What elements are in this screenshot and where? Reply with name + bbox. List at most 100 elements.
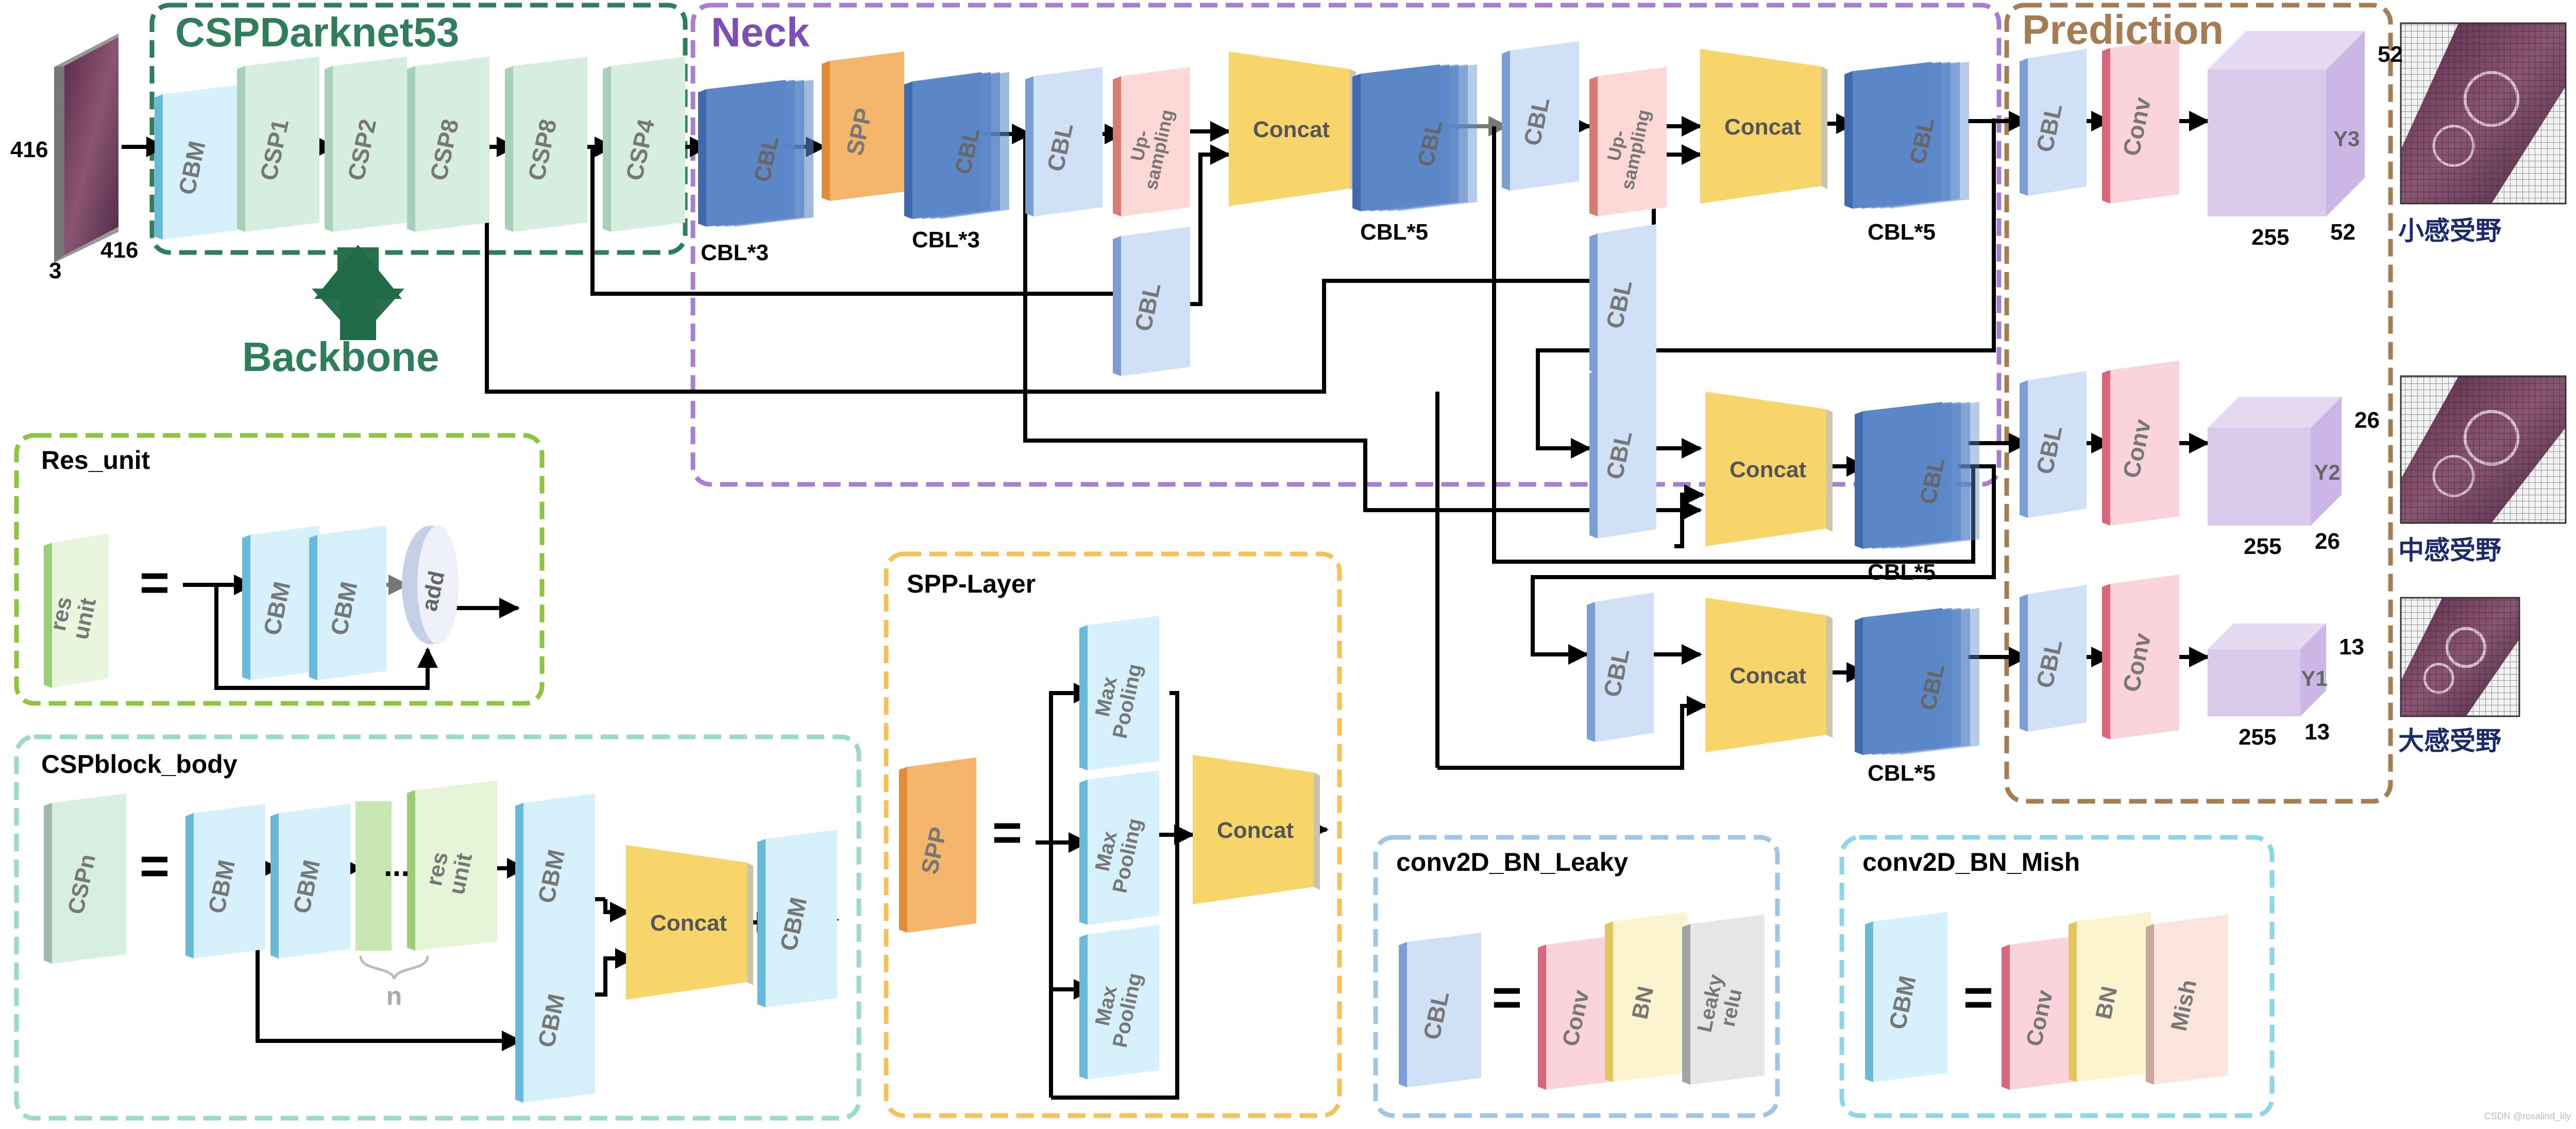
spp-layer-loop: [1051, 691, 1179, 1100]
mish-activation: Mish: [2146, 915, 2228, 1085]
neck-concat-a: Concat: [1229, 52, 1356, 206]
neck-cbl-b: CBL: [1502, 41, 1579, 191]
mish-lhs: CBM: [1865, 912, 1947, 1082]
leaky-legend-frame: [1373, 835, 1780, 1118]
res-unit-cbm-2: CBM: [309, 526, 386, 680]
neck-concat-c: Concat: [1705, 392, 1833, 546]
leaky-title: conv2D_BN_Leaky: [1396, 848, 1628, 877]
neck-cbl3-caption-2: CBL*3: [912, 227, 980, 252]
neck-cbl5-stack-d: CBL: [1855, 608, 1979, 755]
head-size-h-0: 52: [2378, 42, 2403, 67]
cspblock-lhs: CSPn: [44, 794, 126, 964]
leaky-equals: =: [1492, 969, 1522, 1026]
head-output-cube-2-label: Y1: [2301, 666, 2327, 690]
receptive-field-medium-label: 中感受野: [2398, 536, 2501, 565]
neck-concat-a-label: Concat: [1253, 117, 1330, 142]
neck-cbl5-caption-a: CBL*5: [1360, 220, 1428, 245]
mish-bn: BN: [2069, 912, 2151, 1082]
neck-cbl-a: CBL: [1025, 67, 1103, 216]
neck-cbl3-caption-1: CBL*3: [701, 240, 769, 265]
res-unit-title: Res_unit: [41, 446, 150, 475]
spp-layer-equals: =: [992, 804, 1022, 862]
spp-layer-concat: Concat: [1193, 755, 1320, 904]
neck-concat-c-label: Concat: [1730, 457, 1806, 482]
neck-cbl5-caption-c: CBL*5: [1868, 560, 1936, 585]
cspblock-cbm-5: CBM: [757, 830, 837, 1007]
backbone-block-csp1-1: CSP1: [237, 57, 319, 232]
cspblock-title: CSPblock_body: [41, 750, 238, 779]
spp-layer-title: SPP-Layer: [907, 569, 1036, 598]
cspblock-arrow-5: [603, 899, 631, 922]
head-size-w-2: 13: [2304, 719, 2330, 745]
res-unit-cbm-1: CBM: [242, 526, 319, 680]
receptive-field-medium-image: [2400, 375, 2567, 524]
neck-upsample-a: Up-sampling: [1113, 67, 1190, 216]
head-cbl-1: CBL: [2020, 371, 2087, 518]
cspblock-res-stack-bg: [355, 801, 392, 951]
watermark: CSDN @rosalind_lily: [2484, 1111, 2571, 1122]
head-conv-2: Conv: [2102, 575, 2179, 739]
neck-frame: [690, 3, 2002, 487]
input-height: 416: [10, 137, 48, 162]
head-output-cube-2: Y1: [2208, 624, 2328, 716]
head-output-cube-1-label: Y2: [2314, 460, 2340, 484]
neck-spp: SPP: [822, 52, 904, 201]
route-spp-to-concat-c: [1023, 131, 1702, 520]
neck-concat-d: Concat: [1705, 598, 1833, 752]
receptive-field-large-label: 大感受野: [2398, 727, 2501, 755]
backbone-block-csp8-3: CSP8: [407, 57, 489, 232]
leaky-conv: Conv: [1538, 935, 1620, 1090]
route-neck-to-concat-d: [1437, 696, 1707, 770]
head-conv-0: Conv: [2102, 39, 2179, 204]
spp-layer-maxpool-0: MaxPooling: [1079, 616, 1159, 770]
backbone-block-csp8-4: CSP8: [505, 57, 587, 232]
neck-cbl-low: CBL: [1587, 593, 1654, 742]
res-unit-lhs-label: resunit: [44, 591, 101, 642]
neck-upsample-b: Up-sampling: [1589, 67, 1667, 216]
head-cbl-2: CBL: [2020, 585, 2087, 732]
route-cbl5a-to-pred2: [1492, 126, 1975, 564]
neck-cbl5-stack-a: CBL: [1352, 64, 1477, 211]
cspblock-brace: [359, 955, 429, 980]
head-channels-1: 255: [2244, 534, 2281, 559]
res-unit-lhs: resunit: [44, 533, 108, 688]
input-channels: 3: [49, 258, 61, 283]
backbone-caption: Backbone: [242, 334, 439, 380]
backbone-block-csp4-5: CSP4: [603, 57, 685, 232]
cspblock-n: n: [386, 982, 402, 1010]
receptive-field-small-image: [2400, 22, 2567, 205]
route-csp8-to-side-b: [485, 147, 1615, 394]
cspblock-res-unit-label: resunit: [420, 846, 477, 897]
neck-concat-b-label: Concat: [1724, 114, 1801, 140]
receptive-field-small-label: 小感受野: [2398, 216, 2501, 245]
route-cbl5b-down: [1536, 119, 1996, 459]
mish-equals: =: [1963, 969, 1993, 1026]
prediction-title: Prediction: [2022, 7, 2224, 53]
head-size-h-1: 26: [2354, 408, 2380, 433]
neck-cbl5-stack-c: CBL: [1855, 402, 1979, 549]
neck-title: Neck: [711, 9, 810, 55]
cspblock-cbm-4: CBM: [515, 928, 595, 1103]
leaky-activation: Leakyrelu: [1682, 915, 1765, 1085]
neck-cbl5-caption-d: CBL*5: [1868, 761, 1936, 786]
cspblock-concat-label: Concat: [650, 911, 727, 936]
head-output-cube-0-label: Y3: [2333, 127, 2360, 151]
spp-layer-lhs: SPP: [899, 757, 976, 933]
head-size-w-0: 52: [2330, 220, 2355, 245]
res-unit-legend-frame: [14, 433, 545, 706]
route-cbl5c-down: [1531, 464, 1996, 665]
spp-layer-branch-top: [1049, 683, 1094, 1098]
route-concat-c-feed: [1674, 484, 1705, 548]
route-csp8b-to-side-a: [590, 147, 1136, 304]
spp-layer-maxpool-1: MaxPooling: [1079, 770, 1159, 925]
neck-cbl3-stack: CBL: [698, 80, 814, 227]
neck-cbl-mid: CBL: [1589, 361, 1656, 538]
head-channels-0: 255: [2251, 225, 2289, 250]
cspblock-dots: ...: [384, 848, 410, 883]
cspblock-concat: Concat: [626, 845, 753, 1000]
head-output-cube-0: Y3: [2208, 31, 2365, 216]
neck-cbl5-stack-b: CBL: [1844, 62, 1969, 209]
cspblock-equals: =: [140, 837, 170, 895]
neck-concat-b: Concat: [1700, 49, 1827, 204]
head-cbl-0: CBL: [2020, 49, 2087, 196]
